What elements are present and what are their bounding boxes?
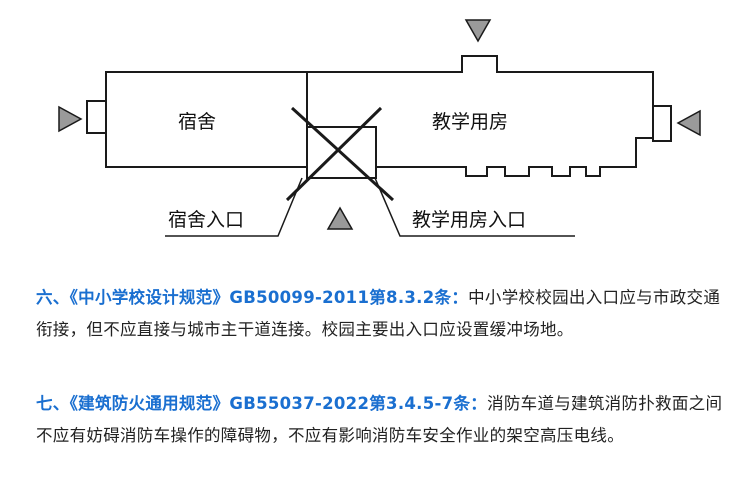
dormitory-entrance-leader <box>165 177 303 237</box>
building-entrance-diagram: 宿舍 教学用房 宿舍入口 教学用房入口 <box>58 19 701 237</box>
dormitory-entrance-label: 宿舍入口 <box>168 209 244 231</box>
prohibited-x-mark <box>285 106 383 202</box>
clause-6: 六、《中小学校设计规范》GB50099-2011第8.3.2条：中小学校校园出入… <box>36 282 726 346</box>
bottom-entry-arrow <box>326 206 354 230</box>
clause-7-heading: 七、《建筑防火通用规范》GB55037-2022第3.4.5-7条： <box>36 394 488 413</box>
teaching-entrance-label: 教学用房入口 <box>412 209 526 231</box>
right-entrance-stub <box>652 105 672 142</box>
teaching-label: 教学用房 <box>432 111 508 133</box>
prohibited-x-mark <box>290 106 395 202</box>
left-entrance-stub <box>86 100 107 134</box>
teaching-entrance-leader <box>374 177 575 237</box>
left-entry-arrow <box>58 105 83 133</box>
clause-7: 七、《建筑防火通用规范》GB55037-2022第3.4.5-7条：消防车道与建… <box>36 388 726 452</box>
right-entry-arrow <box>676 109 701 137</box>
clause-6-heading: 六、《中小学校设计规范》GB50099-2011第8.3.2条： <box>36 288 469 307</box>
clause-6-body: 中小学校校园出入口应与市政交通衔接，但不应直接与城市主干道连接。校园主要出入口应… <box>36 288 721 339</box>
clause-7-body: 消防车道与建筑消防扑救面之间不应有妨碍消防车操作的障碍物，不应有影响消防车安全作… <box>36 394 723 445</box>
dormitory-label: 宿舍 <box>178 111 216 133</box>
top-entry-arrow <box>464 19 492 43</box>
